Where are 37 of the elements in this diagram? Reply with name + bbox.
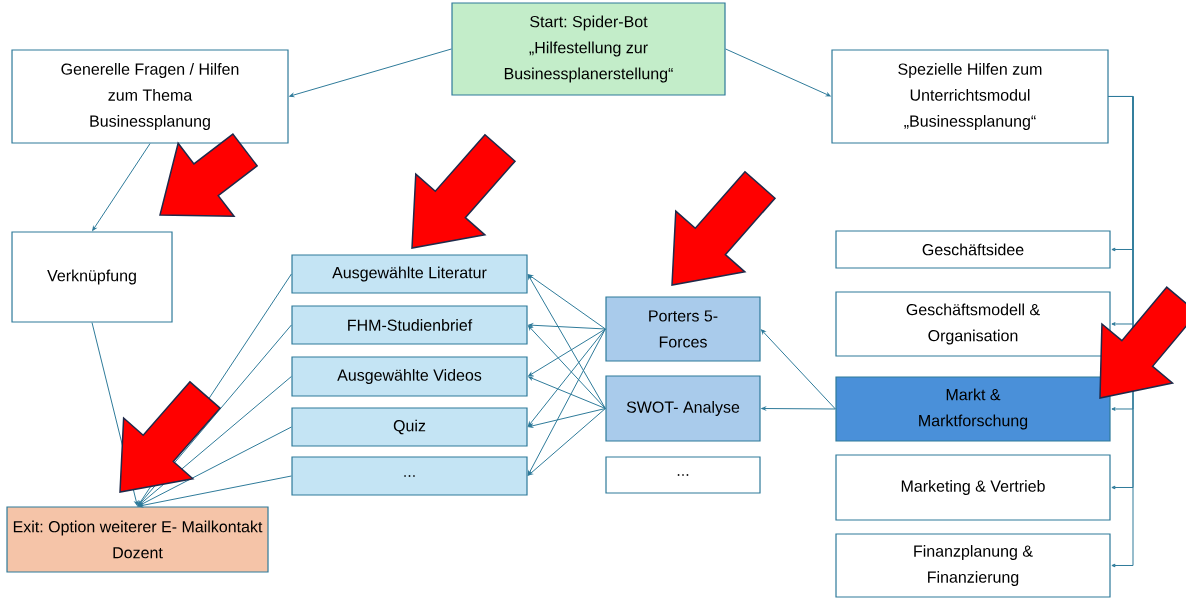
arrow [528,274,606,330]
arrow [528,323,606,330]
arrow [528,328,606,377]
resource-box: ... [291,456,528,496]
arrow [138,426,292,507]
resource-box: Ausgewählte Literatur [291,254,528,294]
arrow [138,475,292,508]
resource-box: Ausgewählte Videos [291,356,528,397]
arrow [725,48,831,97]
start-box: Start: Spider-Bot „Hilfestellung zur Businessplanerstellung“ [451,2,726,96]
arrow [527,328,606,476]
arrow [528,408,606,476]
arrow [528,408,606,428]
arrow [761,329,836,410]
arrow [528,325,606,409]
topic-box: Marketing & Vertrieb [835,454,1111,521]
exit-box: Exit: Option weiterer E- Mailkontakt Dozent [6,506,269,573]
arrow [527,328,606,427]
topic-box: Markt & Marktforschung [835,376,1111,442]
arrow [761,406,836,411]
topic-box: Geschäftsidee [835,230,1111,269]
method-box: Porters 5- Forces [605,296,761,362]
resource-box: Quiz [291,407,528,447]
topic-box: Finanzplanung & Finanzierung [835,533,1111,598]
method-box: SWOT- Analyse [605,375,761,442]
arrow [92,143,151,231]
process-box: Spezielle Hilfen zum Unterrichtsmodul „Businessplanung“ [831,49,1109,144]
resource-box: FHM-Studienbrief [291,305,528,345]
topic-box: Geschäftsmodell & Organisation [835,291,1111,357]
method-box: ... [605,456,761,494]
arrow [138,376,292,507]
process-box: Verknüpfung [11,231,173,323]
arrow [528,376,606,409]
process-box: Generelle Fragen / Hilfen zum Thema Businessplanung [11,49,289,144]
arrow [289,48,452,98]
arrow [527,274,606,409]
pointer-arrow [1099,286,1186,399]
